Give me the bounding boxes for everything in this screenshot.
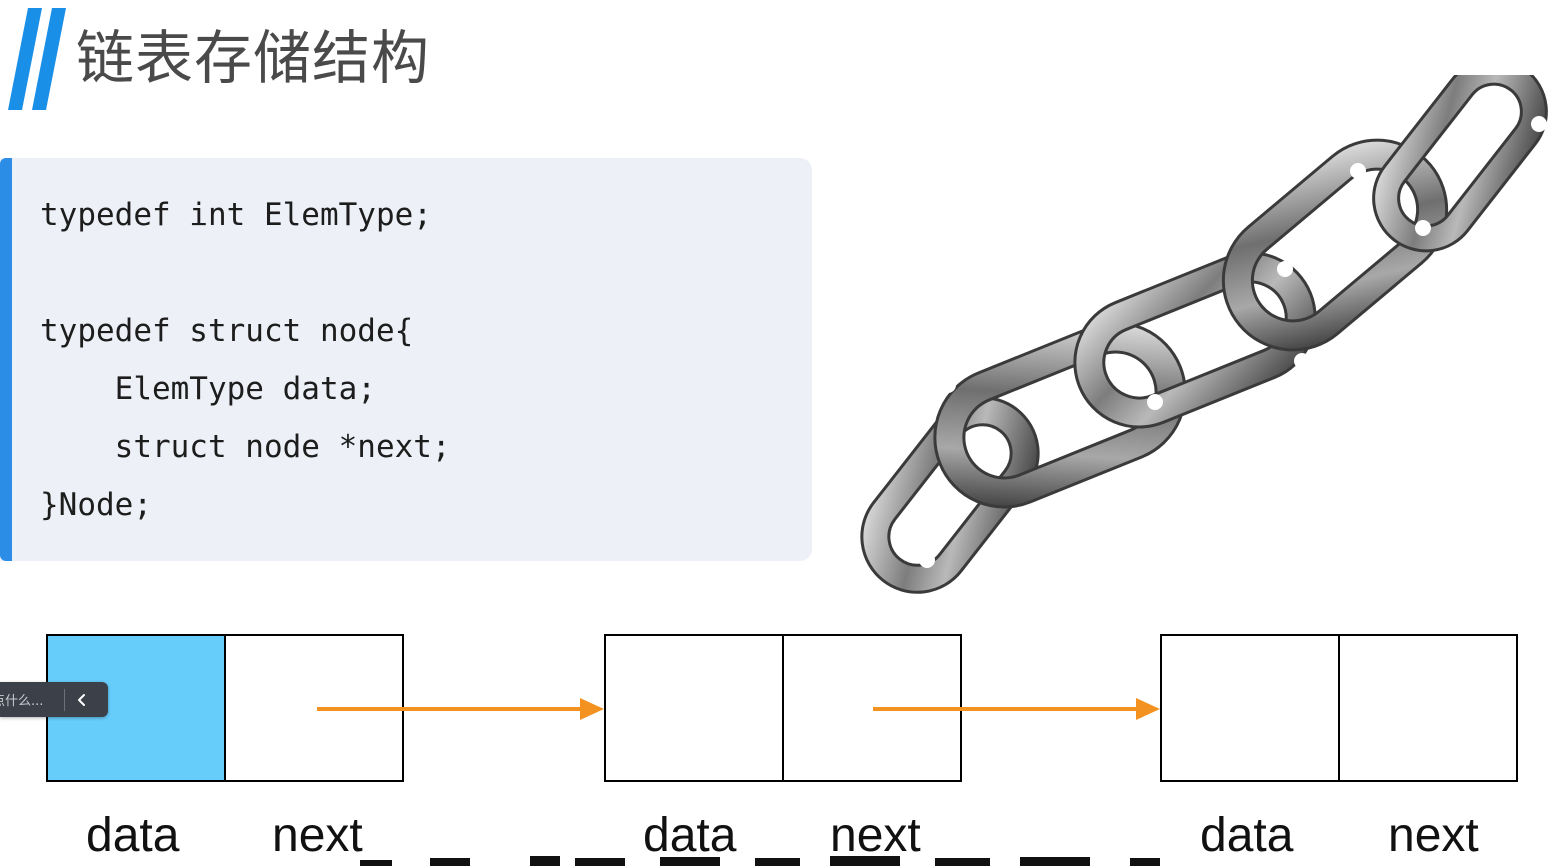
next-field-label: next xyxy=(1388,809,1479,862)
list-node-3 xyxy=(1160,634,1518,782)
code-line: struct node *next; xyxy=(40,429,451,465)
widget-divider xyxy=(64,688,65,711)
data-field-label: data xyxy=(86,809,180,862)
next-field-label: next xyxy=(830,809,921,862)
title-accent-bars xyxy=(8,8,66,110)
pointer-arrows xyxy=(317,698,1160,720)
code-line: typedef struct node{ xyxy=(40,313,414,349)
node-next-field xyxy=(224,636,402,780)
data-field-label: data xyxy=(1200,809,1294,862)
data-field-label: data xyxy=(643,809,737,862)
code-line: typedef int ElemType; xyxy=(40,197,432,233)
next-field-label: next xyxy=(272,809,363,862)
chain-links-icon xyxy=(860,75,1548,594)
pointer-arrow-2 xyxy=(873,698,1160,720)
code-panel: typedef int ElemType; typedef struct nod… xyxy=(0,158,812,561)
slide-title: 链表存储结构 xyxy=(76,24,431,92)
chevron-left-icon[interactable] xyxy=(65,682,99,717)
pointer-arrow-1 xyxy=(317,698,604,720)
code-panel-accent xyxy=(0,158,12,561)
node-next-field xyxy=(782,636,960,780)
cropped-caption xyxy=(360,856,1160,866)
widget-placeholder-text[interactable]: 点什么... xyxy=(0,694,44,709)
node-next-field xyxy=(1338,636,1516,780)
floating-input-widget[interactable]: 点什么... xyxy=(0,682,108,717)
code-line: ElemType data; xyxy=(40,371,376,407)
code-line: }Node; xyxy=(40,487,152,523)
